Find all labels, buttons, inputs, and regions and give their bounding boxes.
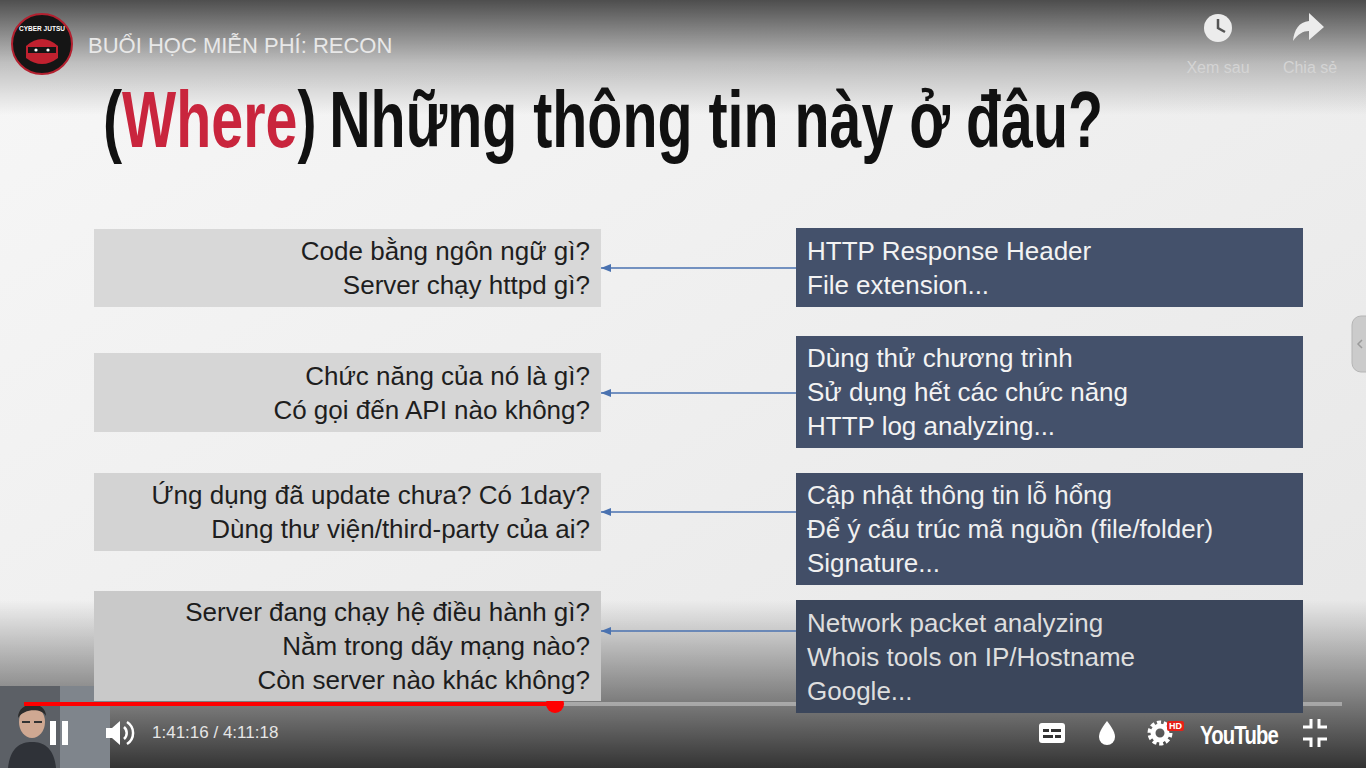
progress-played [24,702,555,706]
source-box: Cập nhật thông tin lỗ hổngĐể ý cấu trúc … [796,473,1303,585]
heading-text: Những thông tin này ở đâu? [329,80,1103,160]
logo-eye [46,48,49,51]
source-text: Whois tools on IP/Hostname [807,640,1135,674]
subtitles-line [1043,735,1053,738]
source-text: Dùng thử chương trình [807,341,1073,375]
button-caption: Chia sẻ [1283,58,1337,77]
time-display: 1:41:16 / 4:11:18 [152,723,278,743]
question-text: Dùng thư viện/third-party của ai? [211,512,590,546]
side-tab-body [1352,316,1366,372]
question-box: Chức năng của nó là gì?Có gọi đến API nà… [94,353,601,432]
question-text: Ứng dụng đã update chưa? Có 1day? [151,478,590,512]
pause-icon [50,721,68,745]
subtitles-frame [1039,723,1065,743]
question-box: Server đang chạy hệ điều hành gì?Nằm tro… [94,591,601,701]
channel-logo [12,14,72,74]
question-text: Server đang chạy hệ điều hành gì? [185,595,590,629]
logo-text: CYBER JUTSU [19,25,65,33]
source-text: HTTP Response Header [807,234,1091,268]
source-box: Dùng thử chương trìnhSử dụng hết các chứ… [796,336,1303,448]
question-text: Có gọi đến API nào không? [273,393,590,427]
clock-hands [1218,19,1225,32]
question-text: Code bằng ngôn ngữ gì? [301,234,590,268]
question-text: Còn server nào khác không? [258,663,590,697]
question-text: Server chạy httpd gì? [343,268,590,302]
heading-bracket: ( [103,80,122,160]
question-box: Ứng dụng đã update chưa? Có 1day?Dùng th… [94,473,601,551]
webcam-glasses [22,721,42,723]
youtube-wordmark: YouTube [1200,720,1278,750]
logo-mask [28,47,56,53]
logo-ninja [26,39,58,64]
ambient-icon [1099,721,1115,745]
source-box: HTTP Response HeaderFile extension... [796,228,1303,307]
watch-later-icon [1204,14,1232,42]
fullscreen-exit-icon [1303,719,1327,747]
question-text: Nằm trong dãy mạng nào? [282,629,590,663]
source-text: Để ý cấu trúc mã nguồn (file/folder) [807,512,1213,546]
logo-eye [34,48,37,51]
pause-bar [50,721,56,745]
source-text: Sử dụng hết các chức năng [807,375,1128,409]
source-text: File extension... [807,268,989,302]
sound-wave [124,727,127,739]
video-title: BUỔI HỌC MIỄN PHÍ: RECON [88,33,392,59]
question-box: Code bằng ngôn ngữ gì?Server chạy httpd … [94,229,601,307]
share-icon [1293,13,1324,41]
question-text: Chức năng của nó là gì? [305,359,590,393]
connector-arrow [601,511,796,513]
connector-arrow [601,630,796,632]
slide-heading: (Where)Những thông tin này ở đâu? [103,80,1103,160]
heading-keyword: Where [122,80,297,160]
side-tab-chevron [1358,340,1362,348]
subtitles-line [1043,729,1049,732]
source-text: Network packet analyzing [807,606,1103,640]
sound-wave [127,722,133,744]
gear-ring [1153,726,1167,740]
side-tab [1352,316,1366,372]
subtitles-icon [1039,723,1065,743]
connector-arrow [601,392,796,394]
clock-face [1204,14,1232,42]
webcam-hair [18,704,46,718]
subtitles-line [1055,735,1061,738]
logo-disc [12,14,72,74]
source-box: Network packet analyzingWhois tools on I… [796,600,1303,713]
connector-arrow [601,267,796,269]
source-text: HTTP log analyzing... [807,409,1055,443]
button-caption: Xem sau [1186,58,1249,77]
volume-icon [106,721,133,745]
heading-bracket: ) [297,80,316,160]
source-text: Cập nhật thông tin lỗ hổng [807,478,1112,512]
hd-badge: HD [1167,721,1184,732]
speaker [106,721,120,745]
pause-bar [62,721,68,745]
webcam-shirt [8,742,56,768]
subtitles-line [1051,729,1061,732]
source-text: Google... [807,674,913,708]
source-text: Signature... [807,546,940,580]
